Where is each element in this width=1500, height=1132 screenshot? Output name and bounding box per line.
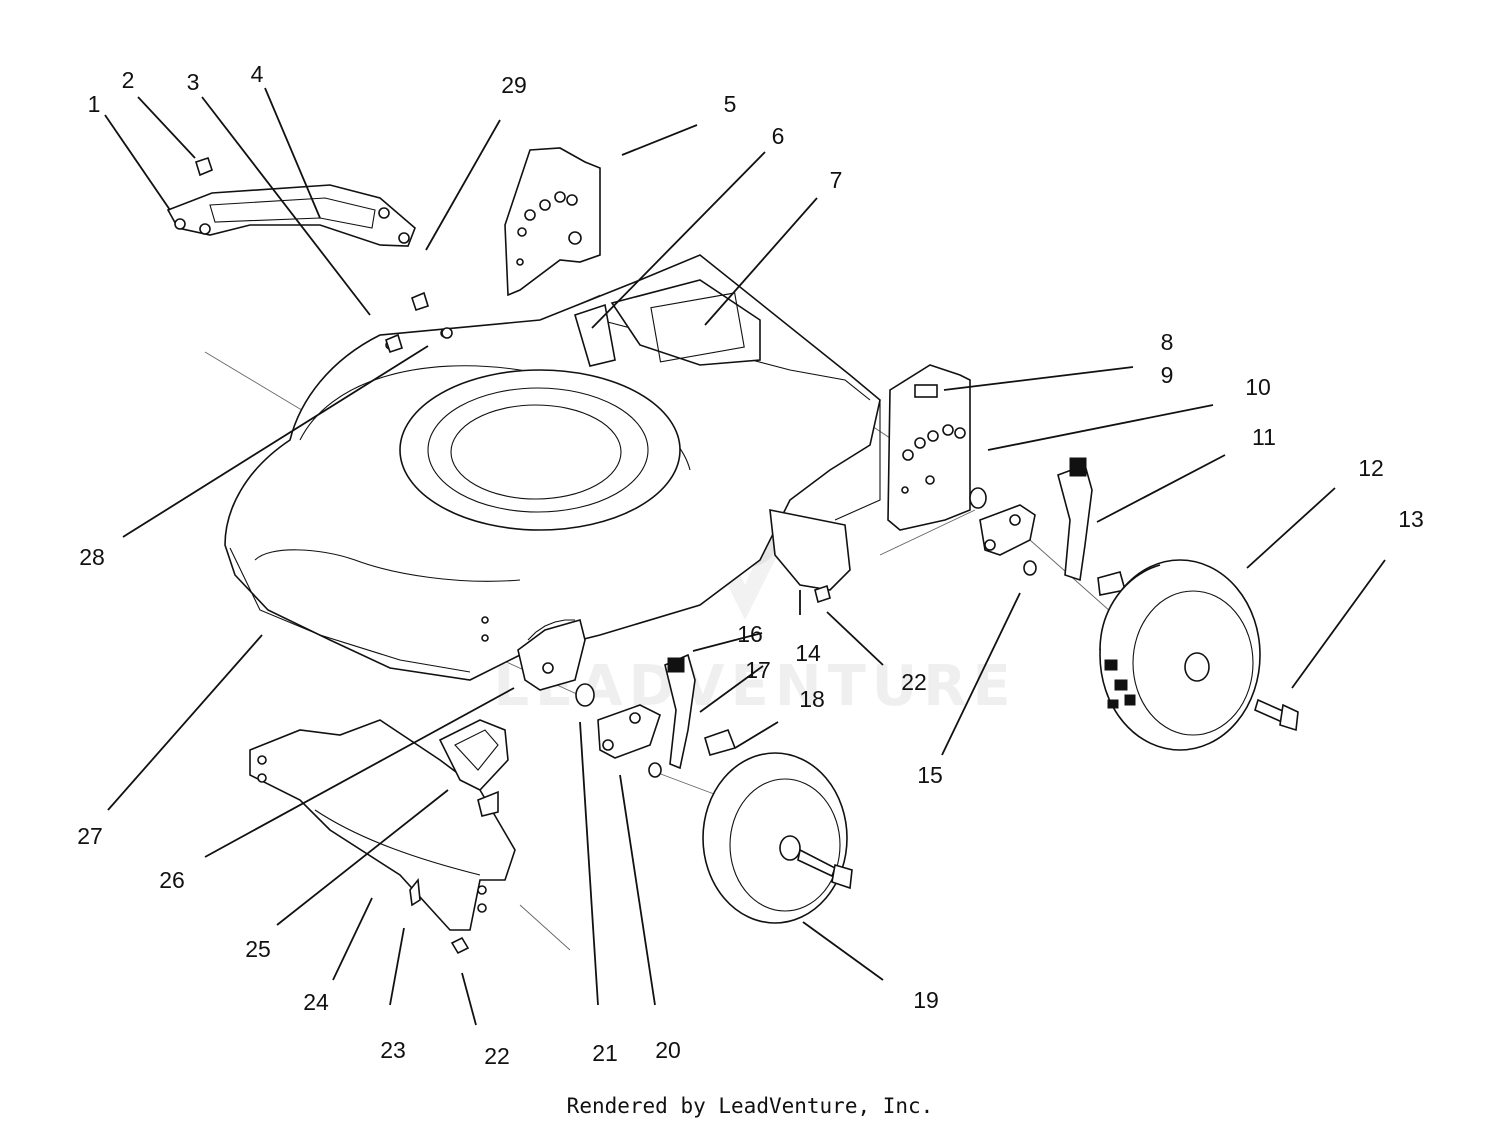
callout-2: 2 [122,67,135,93]
callout-4: 4 [251,61,264,87]
callout-15: 15 [917,762,943,788]
callout-5: 5 [724,91,737,117]
callout-13: 13 [1398,506,1424,532]
front-wheel [702,752,853,924]
callout-3: 3 [187,69,200,95]
callout-22-right: 22 [901,669,927,695]
callout-10: 10 [1245,374,1271,400]
leader-lines [104,87,1386,1026]
rear-discharge-shield [249,719,516,955]
callout-6: 6 [772,123,785,149]
callout-28: 28 [79,544,105,570]
rear-axle-assembly [969,457,1127,596]
height-adjust-bracket-rear-right [887,364,971,531]
callout-23: 23 [380,1037,406,1063]
callout-7: 7 [830,167,843,193]
callout-22-bottom: 22 [484,1043,510,1069]
callout-14: 14 [795,640,821,666]
callout-24: 24 [303,989,329,1015]
callout-19: 19 [913,987,939,1013]
callout-27: 27 [77,823,103,849]
callout-21: 21 [592,1040,618,1066]
rear-wheel-bolt [1254,698,1299,732]
footer-credit: Rendered by LeadVenture, Inc. [566,1094,934,1118]
callout-17: 17 [745,657,771,683]
callout-12: 12 [1358,455,1384,481]
callout-16: 16 [737,621,763,647]
callout-numbers: 1 2 3 4 29 5 6 7 8 9 10 11 12 13 28 14 2… [77,61,1424,1069]
front-axle-assembly [575,653,737,778]
callout-26: 26 [159,867,185,893]
handle-bracket-plate [166,156,416,247]
mower-deck-housing [224,254,881,681]
callout-29: 29 [501,72,527,98]
height-adjust-plate-front [517,619,586,691]
callout-18: 18 [799,686,825,712]
callout-25: 25 [245,936,271,962]
callout-1: 1 [88,91,101,117]
rear-wheel [1099,559,1261,751]
callout-8: 8 [1161,329,1174,355]
callout-9: 9 [1161,362,1174,388]
callout-11: 11 [1252,424,1276,450]
callout-20: 20 [655,1037,681,1063]
small-hardware [385,291,831,604]
height-adjust-bracket-rear-left [504,147,601,297]
